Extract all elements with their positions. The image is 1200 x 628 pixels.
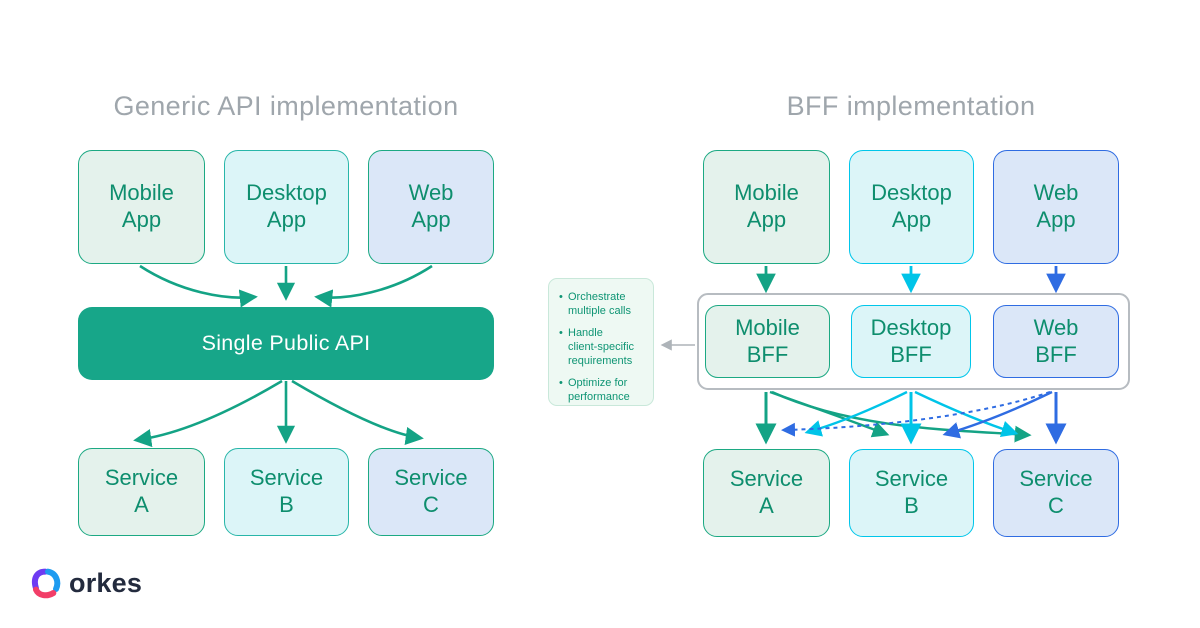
left-web-app-label: Web App [408,180,454,232]
right-service-c-label: Service C [1019,466,1093,518]
annotation-list: Orchestrate multiple calls Handle client… [559,291,645,405]
right-service-a-box: Service A [703,449,830,537]
bff-annotation-note: Orchestrate multiple calls Handle client… [548,278,654,406]
annotation-item: Orchestrate multiple calls [559,291,645,319]
left-mobile-app-label: Mobile App [109,180,174,232]
left-service-b-box: Service B [224,448,349,536]
arrow-left-web-to-api [314,264,433,308]
right-web-app-box: Web App [993,150,1119,264]
right-service-c-box: Service C [993,449,1119,537]
right-service-b-box: Service B [849,449,974,537]
arrow-desktop-bff-to-service-c [914,390,1019,438]
logo-swirl-purple [31,568,49,592]
logo-swirl-blue [45,568,61,592]
left-service-c-label: Service C [394,465,468,517]
arrow-desktop-bff-to-service-a [804,390,908,437]
left-service-a-label: Service A [104,465,179,517]
right-mobile-app-box: Mobile App [703,150,830,264]
left-service-c-box: Service C [368,448,494,536]
arrow-left-mobile-to-api [139,264,258,308]
arrow-web-bff-to-service-b [942,390,1053,439]
left-web-app-box: Web App [368,150,494,264]
annotation-item: Handle client-specific requirements [559,327,645,369]
right-mobile-app-label: Mobile App [734,180,799,232]
left-panel-title: Generic API implementation [113,91,459,121]
left-service-a-box: Service A [78,448,205,536]
right-desktop-app-box: Desktop App [849,150,974,264]
arrow-api-to-service-a [133,379,283,448]
right-service-b-label: Service B [874,466,949,518]
right-web-app-label: Web App [1033,180,1079,232]
right-service-a-label: Service A [729,466,804,518]
logo-swirl-pink [33,586,57,599]
annotation-item: Optimize for performance [559,377,645,405]
orkes-logo-mark [31,568,61,599]
left-mobile-app-box: Mobile App [78,150,205,264]
web-bff-box: Web BFF [993,305,1119,378]
arrow-api-to-service-c [291,379,424,445]
single-public-api-label: Single Public API [201,331,371,355]
desktop-bff-box: Desktop BFF [851,305,971,378]
right-panel-title: BFF implementation [786,91,1036,121]
mobile-bff-box: Mobile BFF [705,305,830,378]
arrow-web-bff-to-service-a [781,391,1051,437]
left-desktop-app-label: Desktop App [246,180,327,232]
orkes-logo: orkes [30,567,142,599]
mobile-bff-label: Mobile BFF [735,314,800,367]
right-desktop-app-label: Desktop App [871,180,952,232]
left-desktop-app-box: Desktop App [224,150,349,264]
web-bff-label: Web BFF [1033,314,1079,367]
orkes-logo-text: orkes [69,567,143,598]
left-service-b-label: Service B [249,465,324,517]
desktop-bff-label: Desktop BFF [870,314,952,367]
single-public-api-box: Single Public API [78,307,494,380]
